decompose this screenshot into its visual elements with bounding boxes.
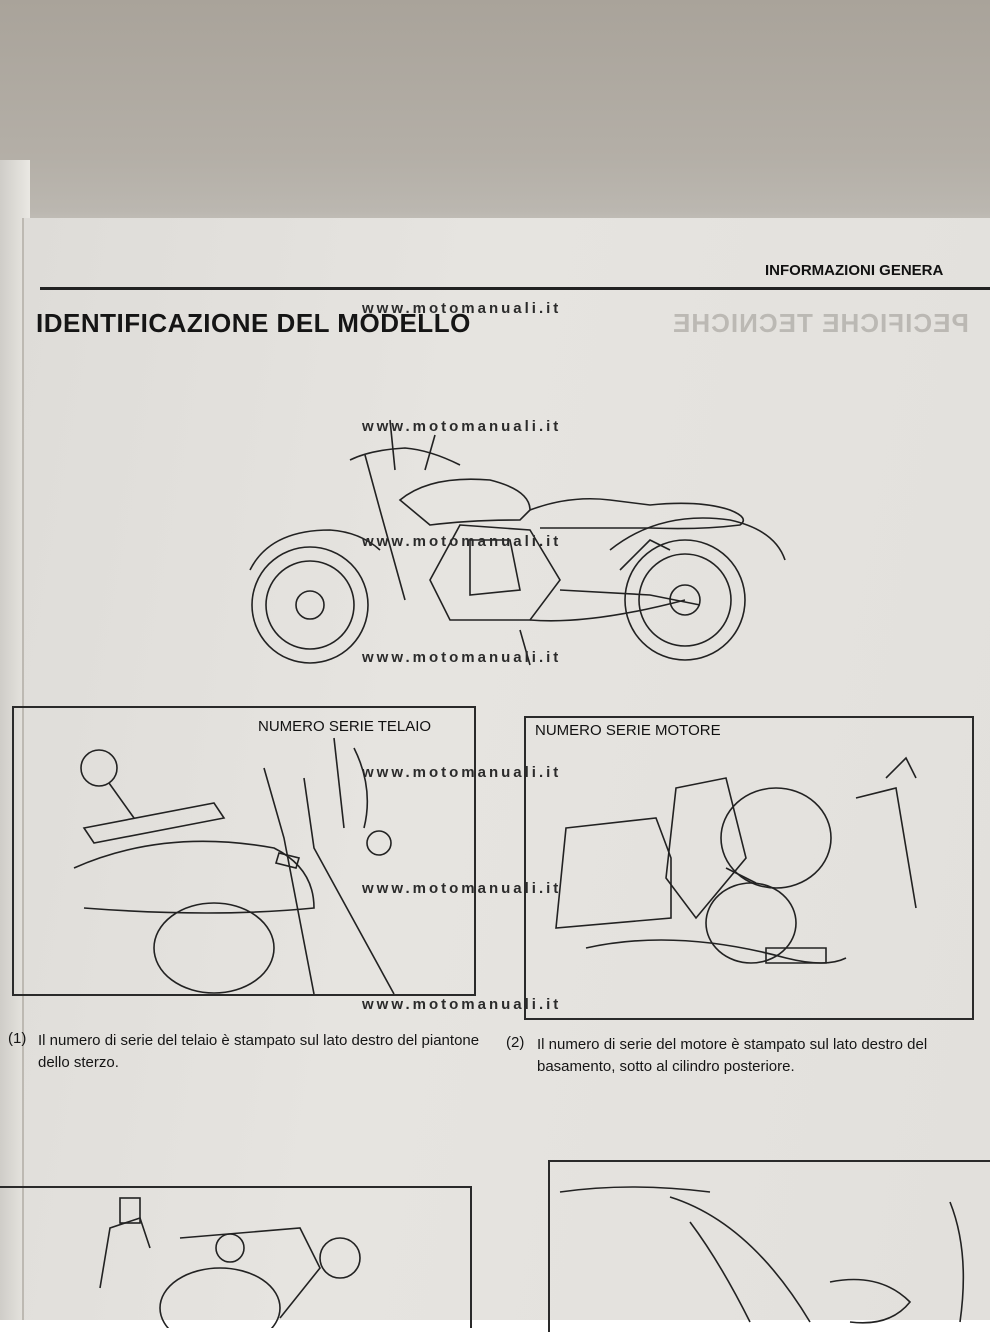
lower-left-illustration [99, 1197, 361, 1328]
watermark-6: www.motomanuali.it [362, 880, 562, 897]
show-through-text: PECIFICHE TECNICHE [672, 308, 969, 338]
lower-left-figure [0, 1186, 472, 1328]
frame-steering-illustration [73, 737, 395, 994]
page-title: IDENTIFICAZIONE DEL MODELLO [36, 308, 471, 338]
caption-1: Il numero di serie del telaio è stampato… [38, 1032, 480, 1071]
header-rule [40, 287, 990, 290]
section-header: INFORMAZIONI GENERA [765, 262, 944, 279]
frame-serial-label: NUMERO SERIE TELAIO [258, 718, 432, 735]
watermark-4: www.motomanuali.it [362, 649, 562, 666]
lower-right-figure [548, 1160, 990, 1332]
engine-illustration [555, 756, 917, 964]
engine-serial-figure [524, 716, 974, 1020]
lower-right-illustration [559, 1186, 965, 1324]
caption-number-2: (2) [506, 1034, 525, 1051]
watermark-7: www.motomanuali.it [362, 996, 562, 1013]
caption-number-1: (1) [8, 1030, 27, 1047]
caption-2: Il numero di serie del motore è stampato… [537, 1036, 928, 1075]
watermark-3: www.motomanuali.it [362, 533, 562, 550]
watermark-5: www.motomanuali.it [362, 764, 562, 781]
engine-serial-label: NUMERO SERIE MOTORE [535, 722, 721, 739]
watermark-2: www.motomanuali.it [362, 418, 562, 435]
manual-page [22, 218, 990, 1320]
frame-serial-figure [12, 706, 476, 996]
watermark-1: www.motomanuali.it [362, 300, 562, 317]
motorcycle-illustration [249, 419, 786, 666]
